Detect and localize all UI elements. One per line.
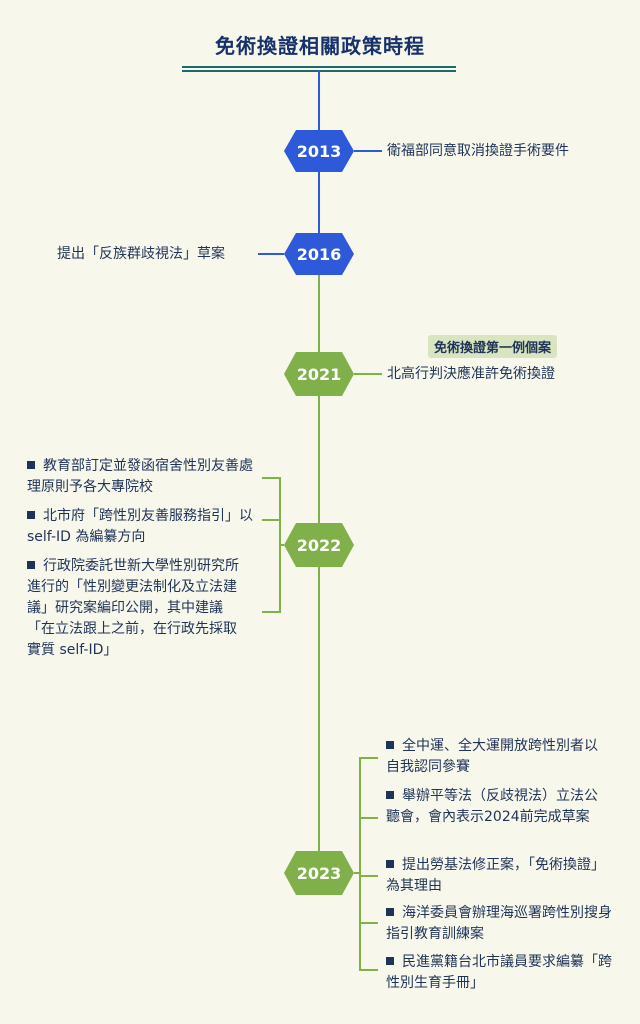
bullet-icon (386, 860, 394, 868)
year-node-2023: 2023 (284, 851, 354, 895)
event-2023-5: 民進黨籍台北市議員要求編纂「跨性別生育手冊」 (386, 954, 612, 991)
event-2021: 北高行判決應准許免術換證 (387, 366, 555, 382)
year-node-2022: 2022 (284, 523, 354, 567)
event-2022-3: 行政院委託世新大學性別研究所進行的「性別變更法制化及立法建議」研究案編印公開，其… (27, 558, 239, 658)
bullet-icon (27, 561, 35, 569)
year-node-2013: 2013 (284, 130, 354, 172)
bullet-icon (27, 511, 35, 519)
bullet-icon (27, 461, 35, 469)
event-2022-1: 教育部訂定並發函宿舍性別友善處理原則予各大專院校 (27, 458, 253, 495)
bullet-icon (386, 791, 394, 799)
bullet-icon (386, 741, 394, 749)
event-2023-3: 提出勞基法修正案，「免術換證」為其理由 (386, 857, 605, 894)
first-case-badge: 免術換證第一例個案 (428, 335, 558, 358)
event-2023-2: 舉辦平等法（反歧視法）立法公聽會，會內表示2024前完成草案 (386, 788, 598, 825)
page-title: 免術換證相關政策時程 (215, 34, 425, 58)
event-2023-1: 全中運、全大運開放跨性別者以自我認同參賽 (386, 738, 598, 775)
event-2023-4: 海洋委員會辦理海巡署跨性別搜身指引教育訓練案 (386, 905, 612, 942)
title-underline (182, 66, 456, 68)
year-node-2021: 2021 (284, 352, 354, 396)
year-node-2016: 2016 (284, 233, 354, 275)
bullet-icon (386, 957, 394, 965)
event-2022-2: 北市府「跨性別友善服務指引」以 self-ID 為編纂方向 (27, 508, 253, 545)
event-2013: 衛福部同意取消換證手術要件 (387, 143, 569, 159)
bullet-icon (386, 908, 394, 916)
event-2016: 提出「反族群歧視法」草案 (57, 246, 225, 262)
